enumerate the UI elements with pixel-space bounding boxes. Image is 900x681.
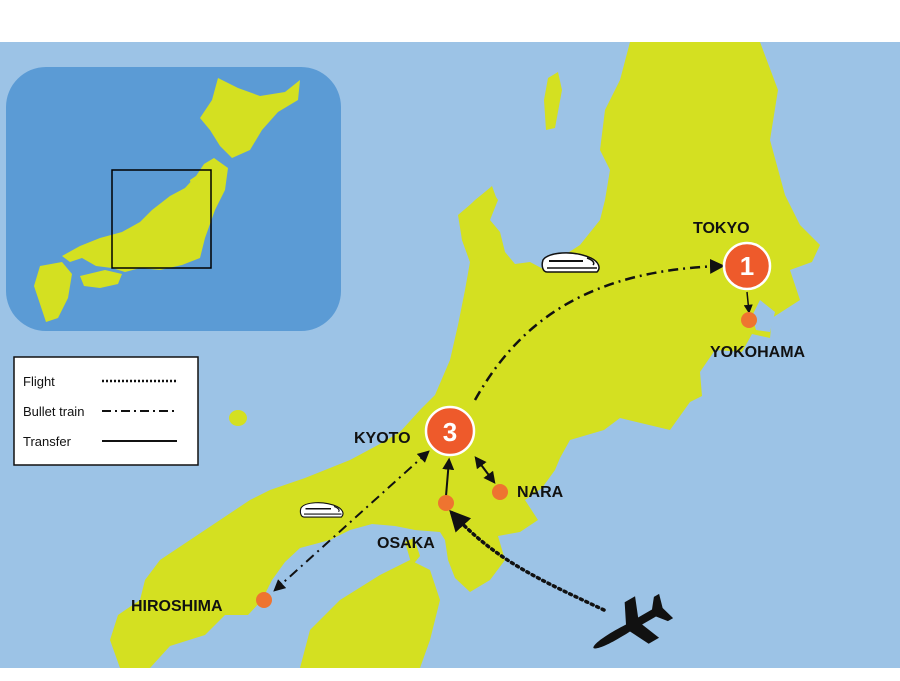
oki-island [229, 410, 247, 426]
tokyo-stop-marker[interactable]: 1 [722, 241, 772, 291]
flight-route-osaka [449, 509, 606, 612]
yokohama-label: YOKOHAMA [710, 344, 806, 361]
inset-shikoku [80, 270, 122, 288]
bullet-train-route-kyoto-tokyo [473, 258, 725, 401]
osaka-label: OSAKA [377, 535, 435, 552]
nara-label: NARA [517, 484, 564, 501]
hiroshima-marker[interactable] [256, 592, 272, 608]
legend-flight-label: Flight [23, 374, 55, 389]
kyoto-stop-number: 3 [443, 417, 457, 447]
hiroshima-label: HIROSHIMA [131, 598, 223, 615]
tokyo-label: TOKYO [693, 220, 750, 237]
osaka-marker[interactable] [438, 495, 454, 511]
airplane-icon [593, 593, 674, 649]
inset-sado [190, 176, 198, 190]
routes [273, 258, 753, 612]
legend-bullet-train-label: Bullet train [23, 404, 84, 419]
transfer-osaka-kyoto [442, 457, 455, 497]
bullet-train-icon [299, 502, 344, 518]
city-labels: TOKYO YOKOHAMA KYOTO NARA OSAKA HIROSHIM… [131, 220, 806, 615]
noto-peninsula [458, 186, 498, 262]
inset-hokkaido [200, 78, 300, 158]
inset-kyushu [34, 262, 72, 322]
bullet-train-route-kyoto-hiroshima [273, 450, 430, 592]
inset-focus-box [111, 169, 212, 269]
transfer-kyoto-nara [474, 456, 496, 484]
kyoto-stop-marker[interactable]: 3 [424, 405, 476, 457]
kyoto-label: KYOTO [354, 430, 411, 447]
nara-marker[interactable] [492, 484, 508, 500]
legend-transfer-label: Transfer [23, 434, 72, 449]
bullet-train-icon [541, 252, 600, 273]
sado-island [544, 72, 562, 130]
legend: Flight Bullet train Transfer [13, 356, 199, 466]
tokyo-stop-number: 1 [740, 251, 754, 281]
inset-map [6, 67, 341, 331]
transfer-tokyo-yokohama [743, 291, 753, 314]
tokyo-bay [752, 300, 775, 332]
yokohama-marker[interactable] [741, 312, 757, 328]
inset-honshu [62, 158, 228, 272]
city-markers: 1 3 [256, 241, 772, 608]
